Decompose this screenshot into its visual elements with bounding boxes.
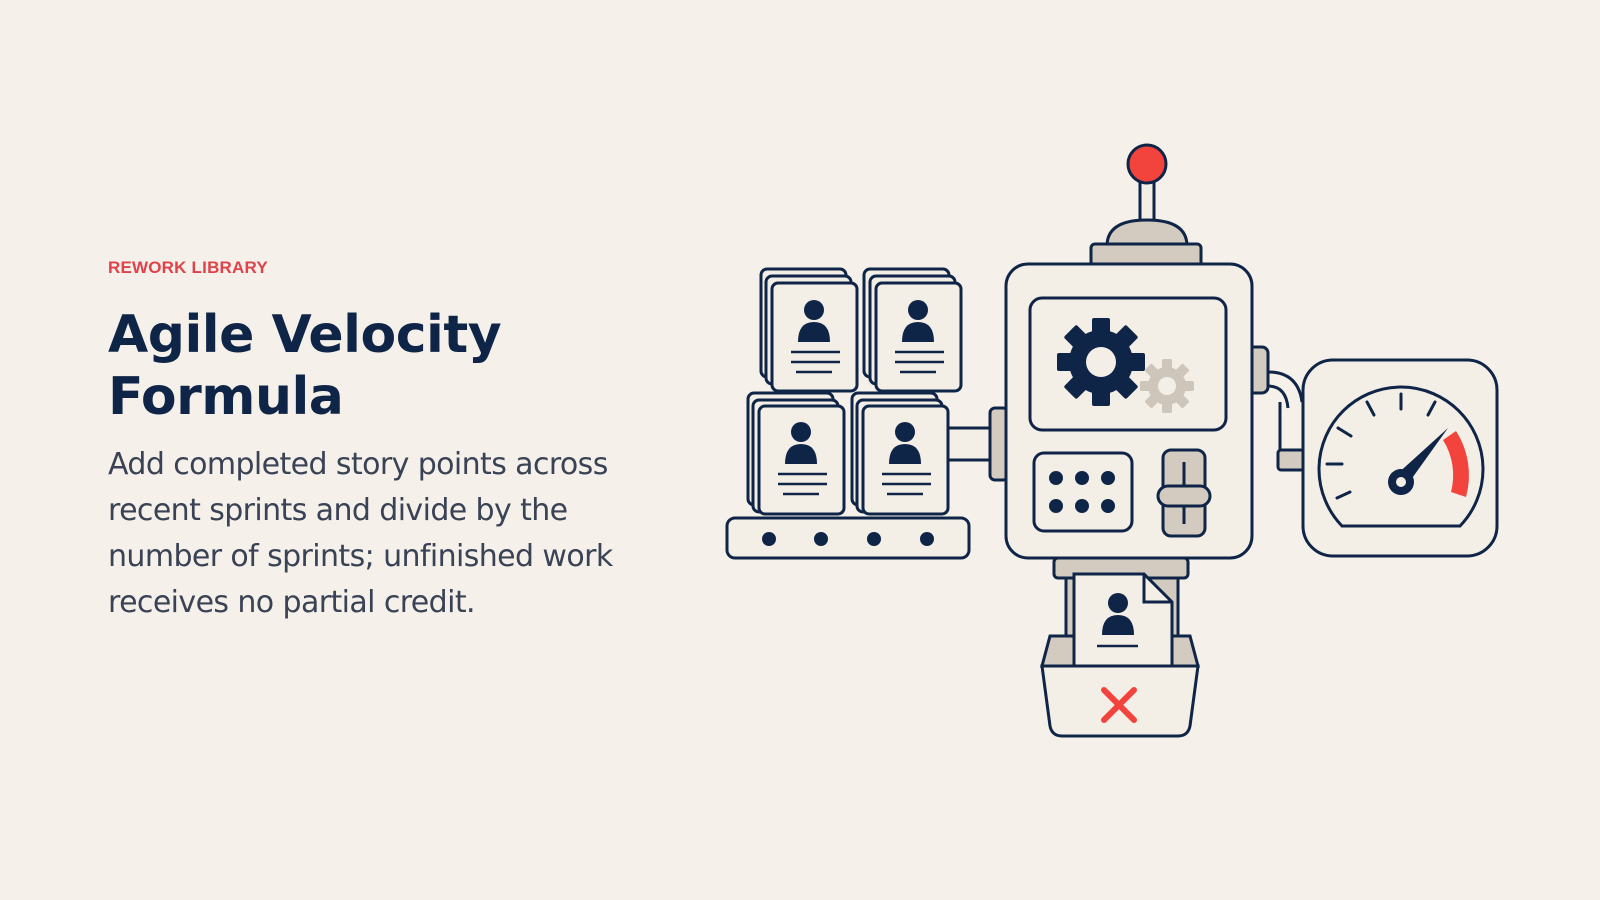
machine-icon <box>1004 143 1270 646</box>
reject-bin-icon <box>1040 572 1200 738</box>
gauge-icon <box>1301 358 1499 558</box>
text-block: REWORK LIBRARY Agile Velocity Formula Ad… <box>108 258 688 626</box>
description: Add completed story points across recent… <box>108 447 613 620</box>
small-gear-icon <box>1140 359 1194 413</box>
gear-icon <box>1057 318 1145 406</box>
slider-icon <box>1156 448 1212 538</box>
x-mark-icon <box>1101 687 1137 723</box>
eyebrow-label: REWORK LIBRARY <box>108 258 268 277</box>
document-icon <box>1072 572 1174 670</box>
story-card-stack-icon <box>746 267 963 516</box>
keypad-icon <box>1032 451 1134 533</box>
conveyor-icon <box>725 516 971 560</box>
velocity-machine-illustration <box>725 143 1499 738</box>
page-title: Agile Velocity Formula <box>108 305 502 427</box>
